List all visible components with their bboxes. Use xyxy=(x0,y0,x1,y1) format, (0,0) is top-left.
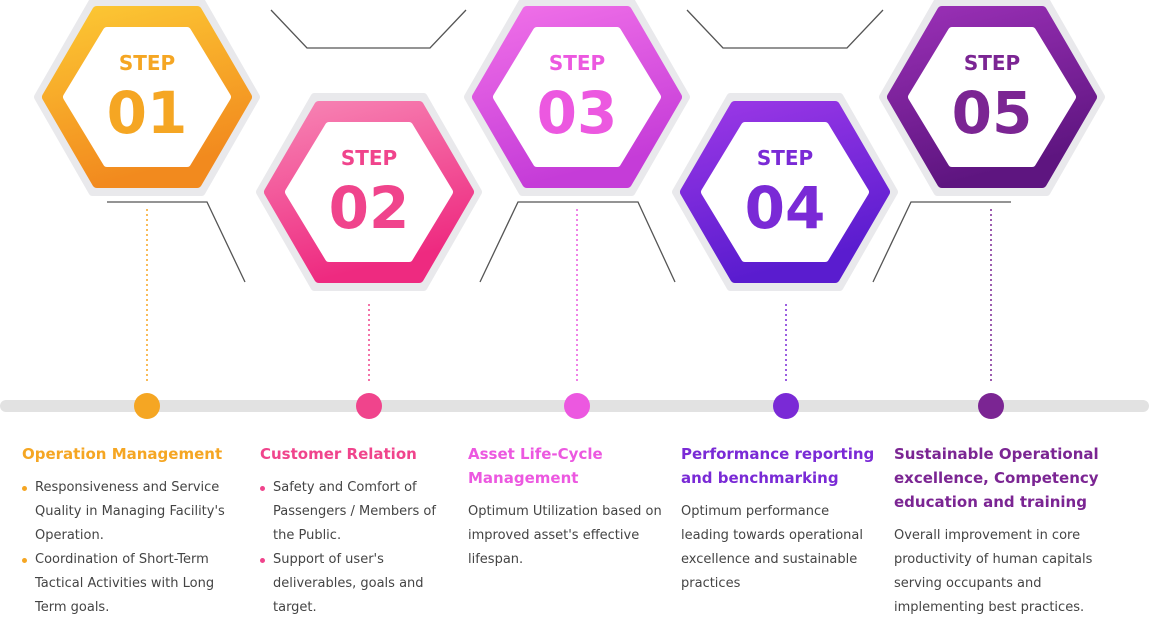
bullet-item: Responsiveness and Service Quality in Ma… xyxy=(22,476,237,548)
step-word: STEP xyxy=(757,146,813,170)
timeline-dot xyxy=(564,393,590,419)
hexagon-inner xyxy=(493,27,661,167)
step-number: 02 xyxy=(329,174,410,242)
step-word: STEP xyxy=(964,51,1020,75)
hexagon-inner xyxy=(908,27,1076,167)
step-number: 01 xyxy=(107,79,188,147)
timeline-dot xyxy=(773,393,799,419)
step-title: Asset Life-Cycle Management xyxy=(468,445,603,487)
hexagon-step-03: STEP 03 xyxy=(464,0,690,196)
connector-line xyxy=(686,9,884,49)
timeline-dot xyxy=(356,393,382,419)
step-description: Optimum performance leading towards oper… xyxy=(681,504,863,591)
step-description: Overall improvement in core productivity… xyxy=(894,528,1093,615)
bullet-item: Coordination of Short-Term Tactical Acti… xyxy=(22,548,237,620)
step-number: 05 xyxy=(952,79,1033,147)
connector-line xyxy=(270,9,467,49)
step-title: Operation Management xyxy=(22,445,223,463)
hexagon-step-04: STEP 04 xyxy=(672,93,898,291)
bullet-list: Safety and Comfort of Passengers / Membe… xyxy=(260,476,450,620)
step-word: STEP xyxy=(341,146,397,170)
step-word: STEP xyxy=(549,51,605,75)
timeline-dot xyxy=(978,393,1004,419)
connector-line xyxy=(479,201,676,283)
bullet-item: Support of user's deliverables, goals an… xyxy=(260,548,450,620)
connector-line xyxy=(872,201,1011,283)
step-title: Customer Relation xyxy=(260,445,417,463)
bullet-list: Responsiveness and Service Quality in Ma… xyxy=(22,476,237,620)
hexagon-inner xyxy=(63,27,231,167)
step-description: Optimum Utilization based on improved as… xyxy=(468,504,662,567)
hexagon-step-01: STEP 01 xyxy=(34,0,260,196)
connector-line xyxy=(107,201,246,283)
step-title: Performance reporting and benchmarking xyxy=(681,445,875,487)
hexagon-step-05: STEP 05 xyxy=(879,0,1105,196)
step-05-details: Sustainable Operational excellence, Comp… xyxy=(894,442,1109,620)
timeline-dot xyxy=(134,393,160,419)
hexagon-inner xyxy=(285,122,453,262)
step-number: 03 xyxy=(537,79,618,147)
hexagon-inner xyxy=(701,122,869,262)
step-word: STEP xyxy=(119,51,175,75)
connector-lines xyxy=(107,9,1011,283)
hexagon-step-02: STEP 02 xyxy=(256,93,482,291)
step-title: Sustainable Operational excellence, Comp… xyxy=(894,445,1099,511)
bullet-item: Safety and Comfort of Passengers / Membe… xyxy=(260,476,450,548)
step-number: 04 xyxy=(745,174,826,242)
